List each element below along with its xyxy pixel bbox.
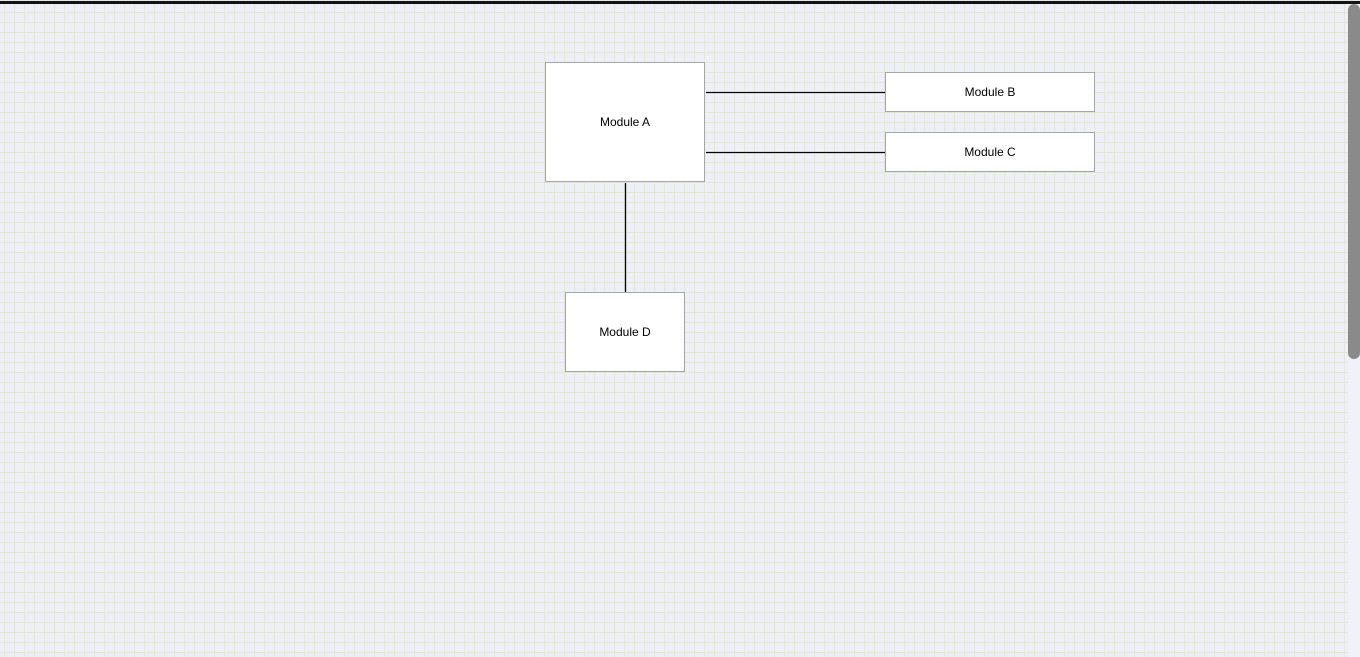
node-module-d[interactable]: Module D: [565, 292, 685, 372]
window-top-edge: [0, 0, 1360, 4]
node-label: Module C: [964, 145, 1016, 159]
vertical-scrollbar-thumb[interactable]: [1348, 4, 1360, 359]
node-label: Module D: [599, 325, 651, 339]
node-label: Module A: [599, 115, 651, 129]
vertical-scrollbar-track[interactable]: [1348, 4, 1360, 657]
node-module-b[interactable]: Module B: [885, 72, 1095, 112]
node-module-c[interactable]: Module C: [885, 132, 1095, 172]
node-module-a[interactable]: Module A: [545, 62, 705, 182]
node-label: Module B: [964, 85, 1016, 99]
